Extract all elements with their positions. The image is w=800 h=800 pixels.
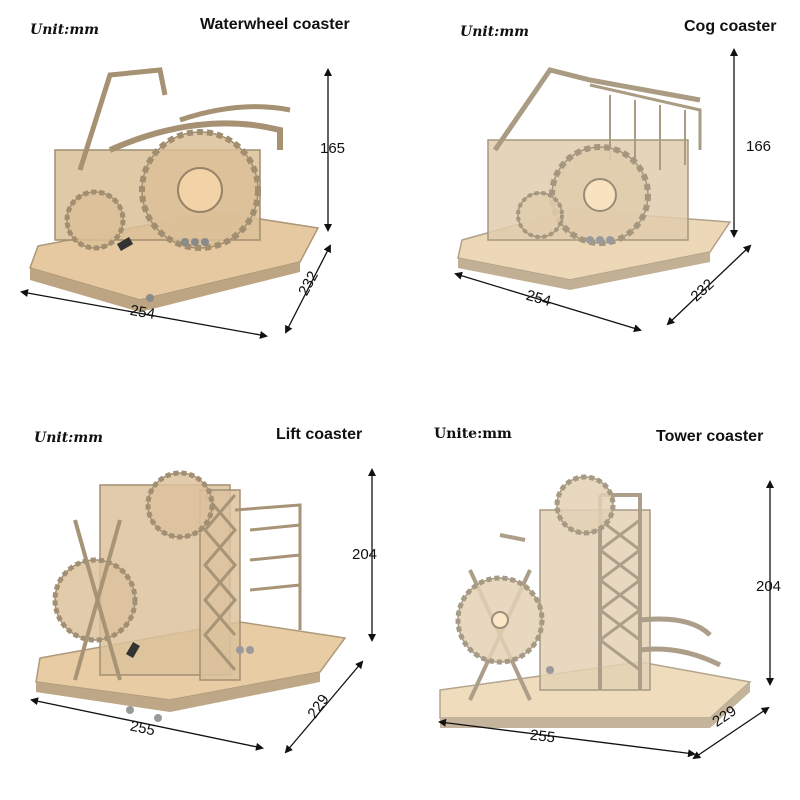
- depth-dimension-arrow: [285, 244, 331, 334]
- tower-coaster-illustration: [438, 474, 774, 760]
- product-title: Lift coaster: [276, 426, 363, 443]
- length-dimension-arrow: [20, 289, 268, 339]
- unit-label: Unite:mm: [434, 426, 512, 442]
- lift-coaster-model: [35, 470, 347, 722]
- cog-coaster-illustration: [454, 48, 752, 333]
- tower-coaster-model: [439, 474, 752, 728]
- unit-label: Unit:mm: [460, 24, 529, 40]
- product-title: Cog coaster: [684, 18, 777, 35]
- lift-coaster-panel: Unit:mm Lift coaster 204 255 229: [0, 400, 400, 800]
- height-value: 204: [352, 546, 378, 563]
- waterwheel-coaster-panel: Unit:mm Waterwheel coaster 165 254 232: [0, 0, 400, 400]
- length-dimension-arrow: [438, 718, 696, 758]
- depth-dimension-arrow: [284, 660, 364, 754]
- height-value: 166: [746, 138, 772, 155]
- length-dimension-arrow: [30, 697, 264, 751]
- product-title: Waterwheel coaster: [200, 16, 350, 33]
- product-title: Tower coaster: [656, 428, 764, 445]
- waterwheel-coaster-model: [29, 67, 320, 312]
- lift-coaster-illustration: [30, 468, 376, 754]
- length-value: 255: [529, 726, 556, 747]
- length-dimension-arrow: [454, 271, 642, 333]
- unit-label: Unit:mm: [34, 430, 103, 446]
- cog-coaster-model: [457, 67, 732, 290]
- depth-dimension-arrow: [692, 706, 770, 760]
- unit-label: Unit:mm: [30, 22, 99, 38]
- cog-coaster-panel: Unit:mm Cog coaster 166 254 232: [400, 0, 800, 400]
- depth-dimension-arrow: [666, 244, 752, 326]
- tower-coaster-panel: Unite:mm Tower coaster 204 255 229: [400, 400, 800, 800]
- height-value: 165: [320, 140, 346, 157]
- height-value: 204: [756, 578, 782, 595]
- waterwheel-coaster-illustration: [20, 67, 332, 339]
